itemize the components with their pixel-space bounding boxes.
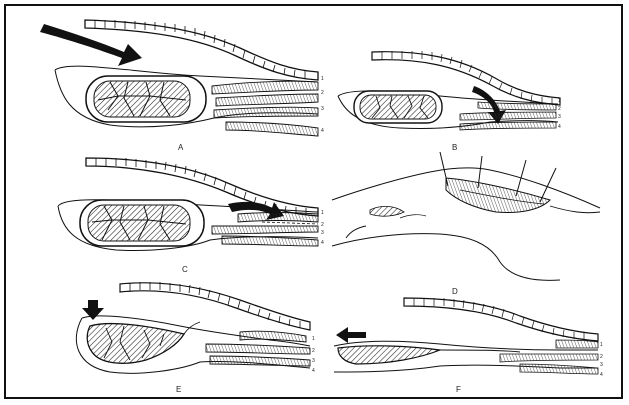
panel-d: D [332,152,600,296]
label-b-1: 1 [558,98,561,104]
panel-letter-b: B [452,143,457,152]
panel-letter-c: C [182,265,188,274]
panel-c: 1 2 3 4 C [58,158,324,274]
label-f-2: 2 [600,354,603,360]
panel-letter-d: D [452,287,458,296]
label-e-1: 1 [312,336,315,342]
panel-f: 1 2 3 4 F [334,298,603,394]
label-e-2: 2 [312,348,315,354]
label-f-1: 1 [600,342,603,348]
panel-e: 1 2 3 4 E [76,282,315,394]
label-c-3: 3 [321,230,324,236]
panel-b: 1 2 3 4 B [338,51,561,152]
label-b-2: 2 [558,106,561,112]
label-a-2: 2 [321,90,324,96]
label-a-3: 3 [321,106,324,112]
label-a-1: 1 [321,76,324,82]
panel-letter-a: A [178,143,184,152]
label-c-4: 4 [321,240,324,246]
panel-letter-f: F [456,385,461,394]
label-b-3: 3 [558,114,561,120]
label-c-2: 2 [321,222,324,228]
label-e-4: 4 [312,368,315,374]
panel-a: 1 2 3 4 A [40,20,324,152]
label-a-4: 4 [321,128,324,134]
label-c-1: 1 [321,210,324,216]
panel-letter-e: E [176,385,181,394]
label-f-3: 3 [600,362,603,368]
label-f-4: 4 [600,372,603,378]
label-b-4: 4 [558,124,561,130]
label-e-3: 3 [312,358,315,364]
